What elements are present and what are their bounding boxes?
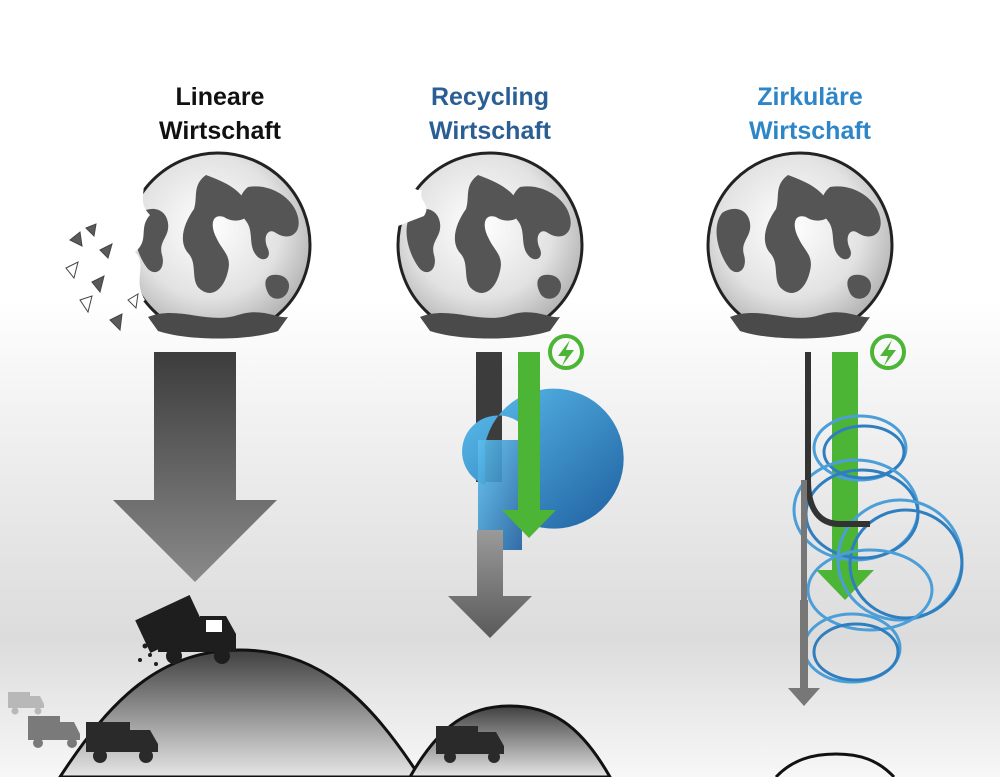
circular-landfill-mound [774, 752, 896, 777]
globe-icon [706, 151, 894, 339]
recycling-flow-arrow [448, 530, 532, 638]
title-recycling-line1: Recycling [430, 83, 550, 111]
recycling-loop-icon [792, 414, 964, 684]
title-circular-line2: Wirtschaft [748, 117, 871, 145]
garbage-truck-icon [86, 722, 158, 763]
circular-dark-stream [805, 352, 870, 527]
garbage-truck-icon [135, 595, 236, 666]
title-circular-economy: Zirkuläre Wirtschaft [685, 80, 935, 148]
landfill-mound [58, 648, 422, 777]
globe-icon [396, 151, 584, 339]
globe-icon [105, 151, 312, 339]
garbage-truck-icon [28, 716, 80, 748]
title-linear-line1: Lineare [175, 83, 265, 111]
garbage-truck-icon [436, 726, 504, 763]
title-linear-economy: Lineare Wirtschaft [95, 80, 345, 148]
garbage-truck-icon [8, 692, 44, 715]
debris-fragments [65, 223, 139, 332]
title-linear-line2: Wirtschaft [158, 117, 281, 145]
linear-flow-arrow [113, 352, 277, 582]
energy-icon [870, 334, 906, 370]
title-recycling-line2: Wirtschaft [428, 117, 551, 145]
energy-icon [548, 334, 584, 370]
title-circular-line1: Zirkuläre [757, 83, 863, 111]
title-recycling-economy: Recycling Wirtschaft [365, 80, 615, 148]
recycling-green-arrow [502, 352, 556, 538]
